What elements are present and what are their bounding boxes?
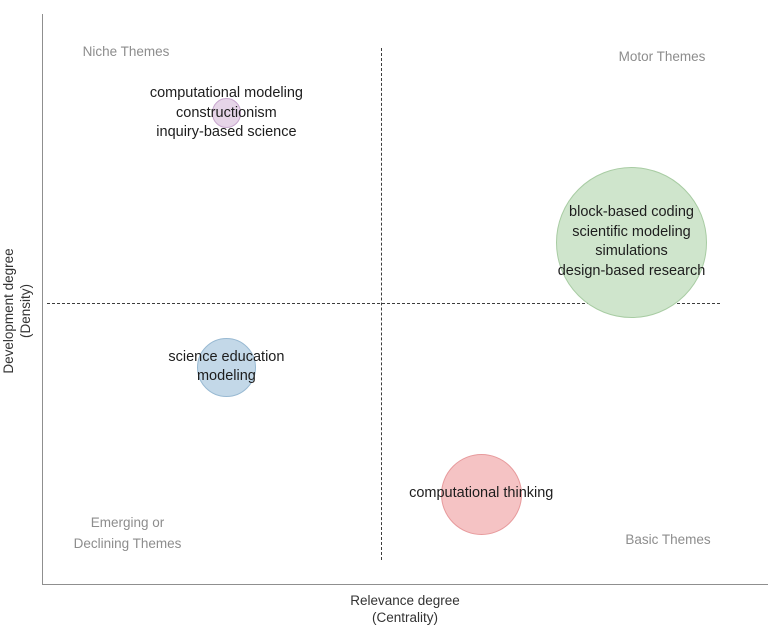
quadrant-label-basic-themes: Basic Themes [625, 532, 711, 547]
bubble-label-line: inquiry-based science [156, 124, 297, 141]
bubble-labels-science-education: science education modeling [0, 348, 610, 387]
quadrant-label-niche-themes: Niche Themes [82, 44, 170, 59]
bubble-constructionism[interactable] [211, 98, 242, 129]
bubble-label-line: science education [168, 348, 285, 365]
horizontal-quadrant-divider [47, 303, 720, 304]
y-axis-line [42, 14, 44, 585]
bubble-labels-computational-thinking: computational thinking [97, 484, 768, 504]
bubble-labels-constructionism: computational modeling constructionism i… [0, 84, 610, 143]
bubble-label-line: modeling [196, 368, 256, 385]
vertical-quadrant-divider [381, 48, 382, 560]
quadrant-label-motor-themes: Motor Themes [618, 49, 706, 64]
bubble-label-line: constructionism [176, 104, 277, 121]
quadrant-label-emerging-declining-themes: Emerging or Declining Themes [73, 515, 182, 551]
y-axis-title: Development degree (Density) [1, 248, 33, 374]
x-axis-title: Relevance degree (Centrality) [350, 593, 460, 625]
x-axis-line [42, 584, 768, 586]
bubble-label-line: computational modeling [149, 85, 303, 102]
bubble-computational-thinking[interactable] [440, 453, 522, 535]
bubble-block-based-coding[interactable] [556, 166, 707, 318]
bubble-science-education[interactable] [196, 337, 257, 398]
bubble-label-line: computational thinking [409, 485, 554, 502]
